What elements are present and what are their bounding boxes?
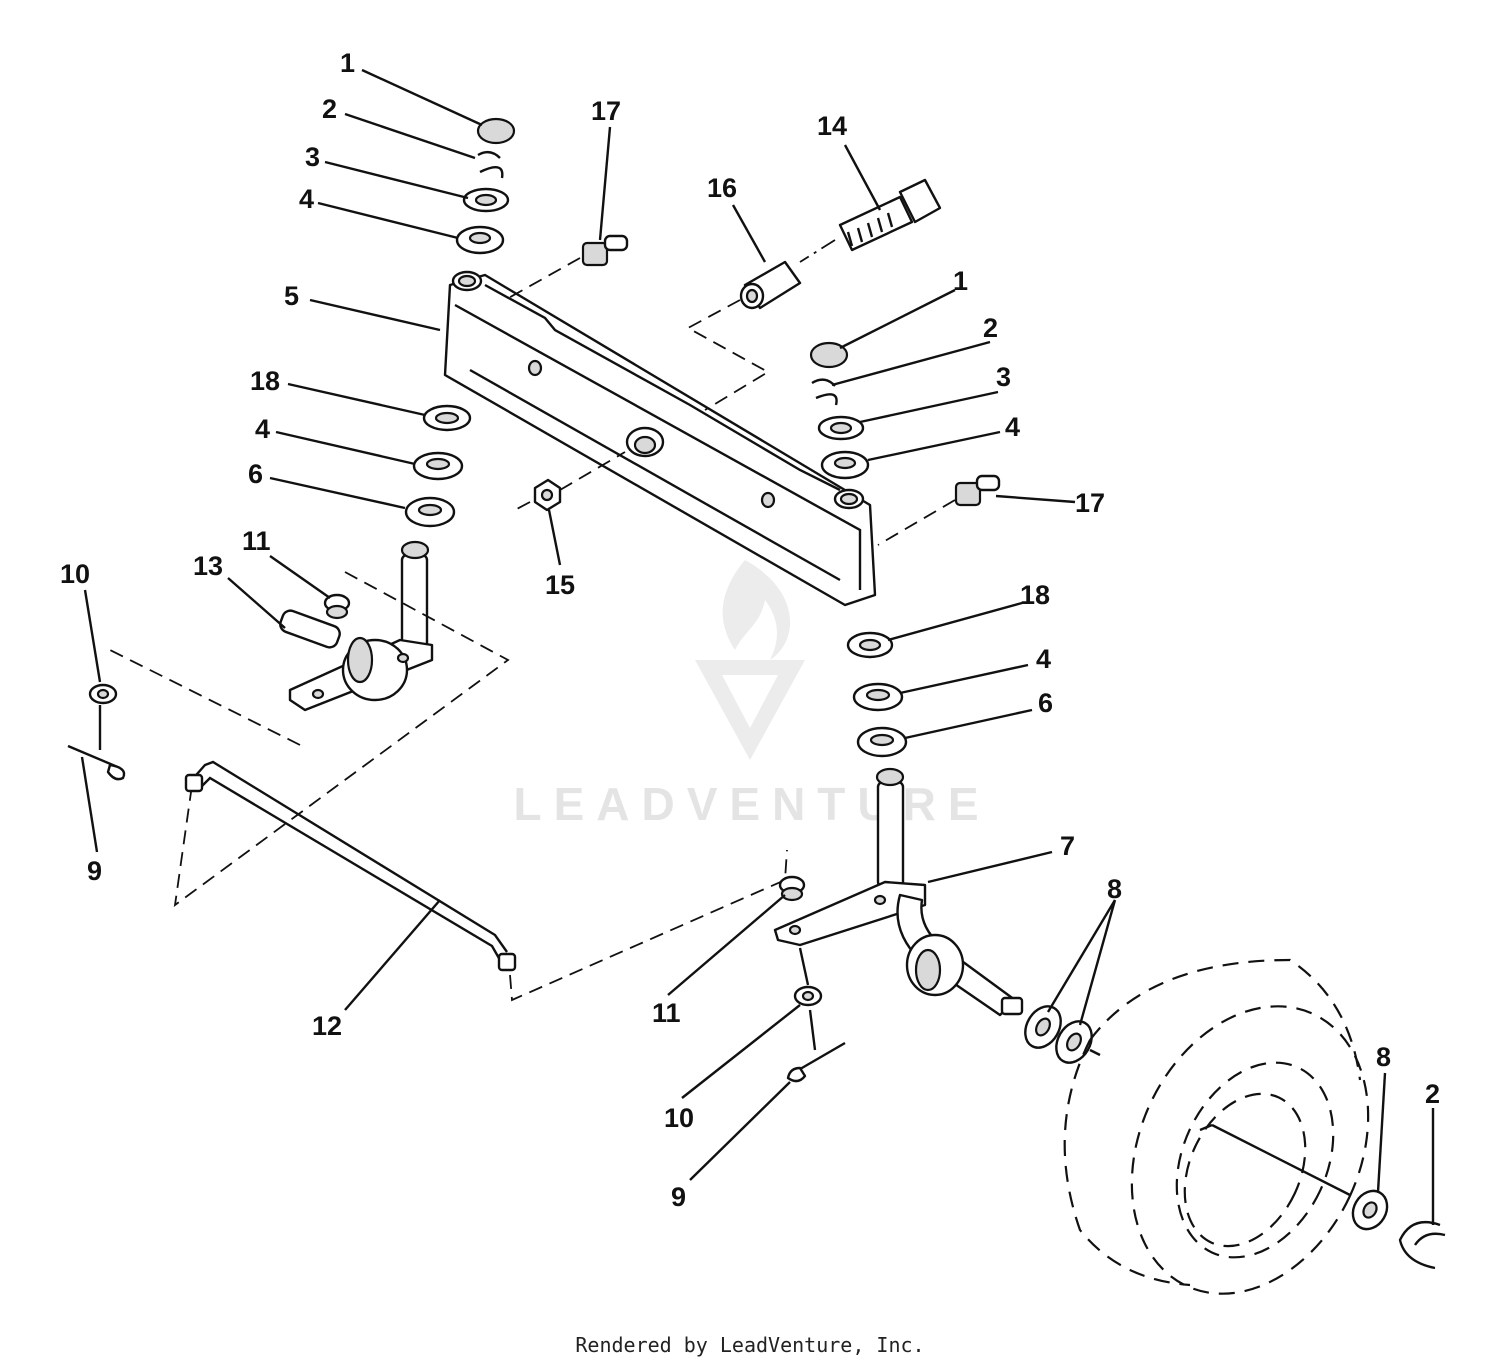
label-3: 3 (305, 142, 320, 172)
hub-hardware (1351, 1189, 1446, 1270)
label-6: 6 (1038, 688, 1053, 718)
watermark-text: LEADVENTURE (513, 778, 990, 830)
label-11: 11 (242, 526, 271, 556)
label-8: 8 (1376, 1042, 1391, 1072)
grease-fitting-left (504, 234, 629, 301)
label-11: 11 (652, 998, 681, 1028)
label-8: 8 (1107, 874, 1122, 904)
label-18: 18 (1020, 580, 1050, 610)
label-18: 18 (250, 366, 280, 396)
label-10: 10 (60, 559, 90, 589)
label-17: 17 (1075, 488, 1105, 518)
tie-rod (184, 760, 788, 1002)
grease-fitting-right (877, 474, 1001, 546)
axle-beam (443, 270, 877, 607)
right-lower-washers (846, 631, 908, 758)
right-washer-cotter (786, 947, 846, 1083)
label-3: 3 (996, 362, 1011, 392)
label-7: 7 (1060, 831, 1075, 861)
label-4: 4 (1005, 412, 1020, 442)
label-1: 1 (340, 48, 355, 78)
label-9: 9 (671, 1182, 686, 1212)
left-spindle (109, 540, 510, 907)
label-12: 12 (312, 1011, 342, 1041)
label-1: 1 (953, 266, 968, 296)
axle-washers (1024, 1005, 1101, 1064)
label-5: 5 (284, 281, 299, 311)
watermark-logo (695, 560, 805, 760)
right-upper-hardware (809, 341, 870, 480)
label-4: 4 (1036, 644, 1051, 674)
left-upper-hardware (455, 117, 516, 255)
label-15: 15 (545, 570, 575, 600)
label-14: 14 (817, 111, 847, 141)
pivot-bolt (686, 178, 942, 411)
left-washer-cotter (67, 683, 126, 781)
leader-lines (80, 68, 1435, 1225)
nut (514, 451, 626, 512)
label-13: 13 (193, 551, 223, 581)
label-2: 2 (322, 94, 337, 124)
left-lower-washers (404, 404, 472, 528)
label-17: 17 (591, 96, 621, 126)
label-4: 4 (299, 184, 314, 214)
label-2: 2 (983, 313, 998, 343)
part-labels: 1 2 3 4 5 18 4 6 17 16 14 1 2 3 4 17 15 … (60, 48, 1440, 1212)
label-16: 16 (707, 173, 737, 203)
label-10: 10 (664, 1103, 694, 1133)
label-9: 9 (87, 856, 102, 886)
right-spindle (773, 767, 1024, 1017)
wheel-outline (1063, 958, 1370, 1295)
spacer (739, 260, 802, 310)
footer-credit: Rendered by LeadVenture, Inc. (575, 1333, 925, 1357)
label-2: 2 (1425, 1079, 1440, 1109)
label-6: 6 (248, 459, 263, 489)
label-4: 4 (255, 414, 270, 444)
